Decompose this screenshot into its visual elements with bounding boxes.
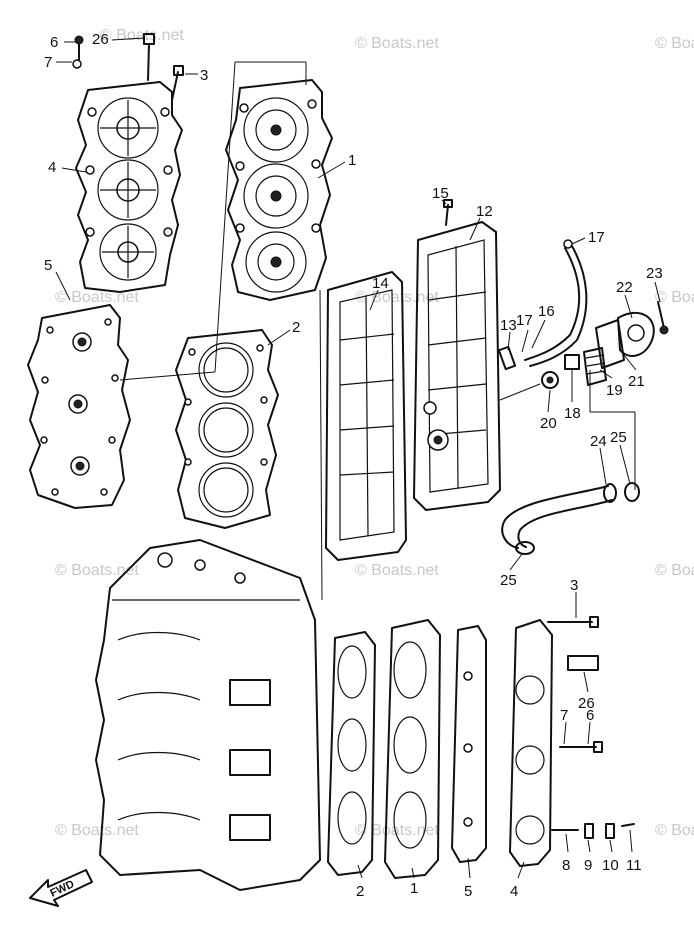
callout-16: 16 xyxy=(538,303,555,320)
callout-2: 2 xyxy=(292,319,300,336)
callout-21: 21 xyxy=(628,373,645,390)
thermostat-group xyxy=(497,239,669,389)
watermarks: © Boats.net © Boats.net © Boats.net © Bo… xyxy=(55,27,694,839)
callout-9: 9 xyxy=(584,857,592,874)
callout-10: 10 xyxy=(602,857,619,874)
cylinder-head-top xyxy=(225,79,333,301)
callout-4: 4 xyxy=(48,159,56,176)
callout-1: 1 xyxy=(348,152,356,169)
fwd-arrow: FWD xyxy=(29,869,93,907)
callout-19: 19 xyxy=(606,382,623,399)
watermark: © Boats.net xyxy=(355,35,439,52)
callout-15: 15 xyxy=(432,185,449,202)
callout-1: 1 xyxy=(410,880,418,897)
callout-7: 7 xyxy=(44,54,52,71)
callout-2: 2 xyxy=(356,883,364,900)
watermark: © Boats.net xyxy=(655,289,694,306)
watermark: © Boats.net xyxy=(355,289,439,306)
callout-20: 20 xyxy=(540,415,557,432)
callout-14: 14 xyxy=(372,275,389,292)
callout-8: 8 xyxy=(562,857,570,874)
callout-5: 5 xyxy=(464,883,472,900)
callout-3: 3 xyxy=(200,67,208,84)
watermark: © Boats.net xyxy=(655,35,694,52)
watermark: © Boats.net xyxy=(655,562,694,579)
callout-5: 5 xyxy=(44,257,52,274)
head-cover-bottom xyxy=(509,619,553,867)
watermark: © Boats.net xyxy=(55,562,139,579)
cover-gasket-bottom xyxy=(451,625,487,863)
callout-22: 22 xyxy=(616,279,633,296)
exhaust-cover xyxy=(413,221,501,511)
callout-26: 26 xyxy=(578,695,595,712)
callout-25: 25 xyxy=(500,572,517,589)
callout-7: 7 xyxy=(560,707,568,724)
watermark: © Boats.net xyxy=(55,822,139,839)
watermark: © Boats.net xyxy=(100,27,184,44)
callout-12: 12 xyxy=(476,203,493,220)
callout-6: 6 xyxy=(50,34,58,51)
callout-18: 18 xyxy=(564,405,581,422)
callout-17: 17 xyxy=(516,312,533,329)
callout-17: 17 xyxy=(588,229,605,246)
cylinder-head-bottom xyxy=(384,619,441,879)
watermark: © Boats.net xyxy=(355,562,439,579)
callout-11: 11 xyxy=(626,857,642,874)
callout-6: 6 xyxy=(586,707,594,724)
head-gasket-top xyxy=(175,329,279,529)
top-fasteners xyxy=(72,33,453,226)
callout-25: 25 xyxy=(610,429,627,446)
head-gasket-bottom xyxy=(327,631,376,876)
callout-13: 13 xyxy=(500,317,517,334)
head-cover-top xyxy=(75,81,183,293)
callout-26: 26 xyxy=(92,31,109,48)
leader-lines xyxy=(55,37,661,879)
hose-assembly xyxy=(501,482,640,555)
callout-24: 24 xyxy=(590,433,607,450)
bottom-fasteners xyxy=(547,616,635,839)
cover-gasket-top xyxy=(27,304,131,509)
callout-3: 3 xyxy=(570,577,578,594)
watermark: © Boats.net xyxy=(55,289,139,306)
callouts: 6 26 7 3 4 1 5 2 15 12 14 17 13 17 16 22… xyxy=(44,31,663,900)
watermark: © Boats.net xyxy=(355,822,439,839)
exhaust-gasket xyxy=(325,271,407,561)
cylinder-block xyxy=(95,539,321,891)
callout-4: 4 xyxy=(510,883,518,900)
watermark: © Boats.net xyxy=(655,822,694,839)
callout-23: 23 xyxy=(646,265,663,282)
